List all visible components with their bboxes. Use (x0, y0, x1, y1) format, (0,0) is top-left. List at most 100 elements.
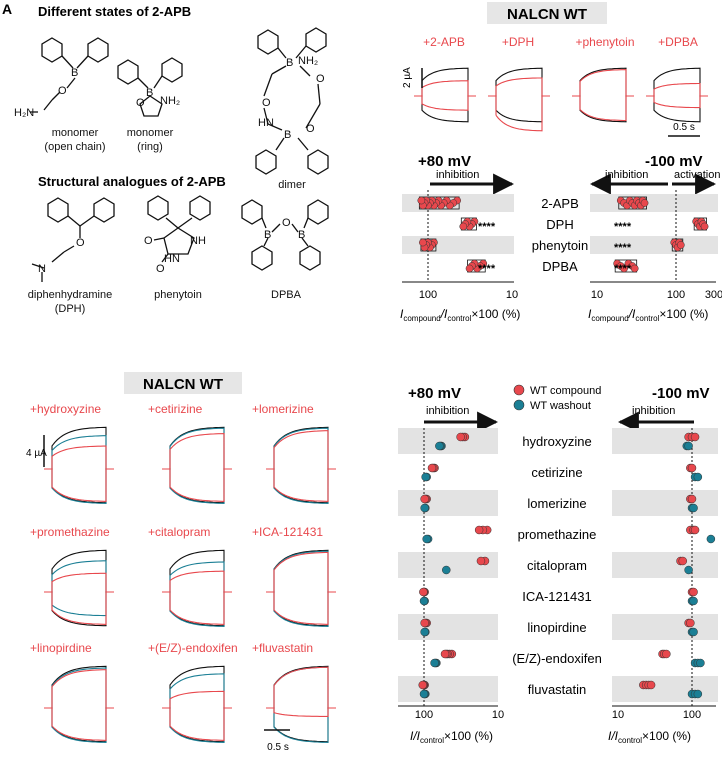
c-trace-control-inward (266, 468, 336, 504)
panel-b-traces (414, 67, 708, 132)
b-activation-label: activation (674, 169, 720, 181)
b-right-header: -100 mV (645, 153, 703, 170)
b-trace-compound-outward (572, 69, 634, 97)
c-trace-washout-outward (266, 427, 336, 470)
atom-b: B (286, 57, 293, 69)
legend-compound-marker (513, 384, 525, 396)
c-trace-washout-outward (266, 666, 336, 709)
label-dpba: DPBA (271, 289, 302, 301)
d-compound-point (420, 494, 429, 504)
b-right-tick: 300 (705, 289, 722, 301)
c-compound-label: +citalopram (148, 525, 210, 539)
b-trace-compound-inward (572, 95, 634, 122)
d-row-label: linopirdine (527, 620, 586, 635)
d-compound-point (418, 680, 427, 690)
b-data-point (676, 241, 685, 249)
d-compound-point (686, 618, 695, 628)
analogues-title: Structural analogues of 2-APB (38, 174, 226, 189)
atom-b: B (71, 67, 78, 79)
d-compound-point (427, 463, 437, 473)
b-right-inhibition-label: inhibition (605, 169, 648, 181)
panel-b-title-box (487, 2, 607, 24)
d-washout-point (442, 565, 451, 575)
c-trace-compound-outward (44, 572, 114, 593)
panel-a-structures: A Different states of 2-APB Structural a… (2, 1, 329, 315)
b-stripe-right (590, 194, 718, 212)
c-compound-label: +ICA-121431 (252, 525, 323, 539)
b-data-point (417, 196, 426, 205)
d-compound-point (689, 587, 698, 597)
d-right-tick: 10 (612, 709, 624, 721)
c-trace-washout-inward (162, 707, 232, 743)
b-right-xlabel: Icompound/Icontrol×100 (%) (588, 307, 708, 323)
d-row-label: cetirizine (531, 465, 582, 480)
b-compound-label: +2-APB (423, 35, 465, 49)
panel-b-title: NALCN WT (507, 6, 587, 23)
c-trace-washout-inward (44, 707, 114, 743)
c-trace-control-inward (44, 707, 114, 743)
c-trace-compound-outward (266, 666, 336, 709)
d-washout-point (422, 534, 431, 544)
b-data-point (419, 238, 427, 247)
d-washout-point (706, 534, 716, 544)
b-trace-control-outward (646, 67, 708, 97)
atom-o: O (76, 237, 85, 249)
atom-h2n: H₂N (14, 107, 34, 119)
c-trace-washout-inward (44, 591, 114, 617)
d-row-label: fluvastatin (528, 682, 587, 697)
panel-c-title: NALCN WT (143, 376, 223, 393)
b-left-tick: 10 (506, 289, 518, 301)
c-trace-washout-outward (44, 667, 114, 709)
d-washout-point (430, 658, 439, 668)
c-trace-compound-outward (162, 570, 232, 593)
atom-o: O (58, 85, 67, 97)
d-stripe-left (398, 676, 498, 702)
d-row-label: lomerizine (527, 496, 586, 511)
b-data-point (465, 264, 474, 273)
b-trace-control-outward (488, 67, 550, 97)
atom-hn: HN (258, 117, 274, 129)
c-compound-label: +fluvastatin (252, 641, 313, 655)
legend-washout-marker (513, 399, 525, 411)
atom-b: B (284, 129, 291, 141)
label-ring-2: (ring) (137, 141, 163, 153)
b-left-inhibition-label: inhibition (436, 169, 479, 181)
d-stripe-right (612, 676, 718, 702)
b-compound-label: +DPH (502, 35, 534, 49)
c-trace-compound-inward (44, 468, 114, 502)
b-compound-label: +phenytoin (575, 35, 634, 49)
b-data-point (640, 199, 649, 207)
b-sig-right: **** (614, 242, 632, 254)
c-current-scale-label: 4 µA (26, 448, 47, 459)
d-left-tick: 10 (492, 709, 504, 721)
c-trace-control-outward (266, 665, 336, 709)
d-washout-point (693, 689, 703, 699)
b-left-tick: 100 (419, 289, 437, 301)
c-trace-compound-inward (162, 468, 232, 502)
d-washout-point (684, 565, 693, 575)
d-compound-point (687, 463, 697, 473)
b-tick-labels: 100 10 10 100 300 (419, 289, 722, 301)
d-right-xlabel: I/Icontrol×100 (%) (608, 729, 691, 745)
label-ring-1: monomer (127, 127, 174, 139)
b-sig-left: **** (478, 221, 496, 233)
panel-d: +80 mV -100 mV WT compound WT washout in… (398, 384, 718, 745)
c-trace-compound-inward (266, 468, 336, 502)
d-washout-point (689, 627, 698, 637)
d-left-tick: 100 (415, 709, 433, 721)
c-trace-washout-outward (266, 550, 336, 593)
c-trace-control-outward (266, 426, 336, 470)
atom-o: O (306, 123, 315, 135)
atom-o: O (136, 97, 145, 109)
c-compound-label: +linopirdine (30, 641, 92, 655)
d-row-label: citalopram (527, 558, 587, 573)
b-stripe-left (402, 236, 514, 254)
atom-o: O (316, 73, 325, 85)
c-time-scale-label: 0.5 s (267, 742, 289, 753)
b-trace-compound-outward (414, 80, 476, 97)
d-washout-point (696, 658, 705, 668)
d-washout-point (693, 472, 703, 482)
d-compound-point (474, 525, 484, 535)
d-compound-point (476, 556, 486, 566)
c-trace-compound-outward (44, 445, 114, 470)
